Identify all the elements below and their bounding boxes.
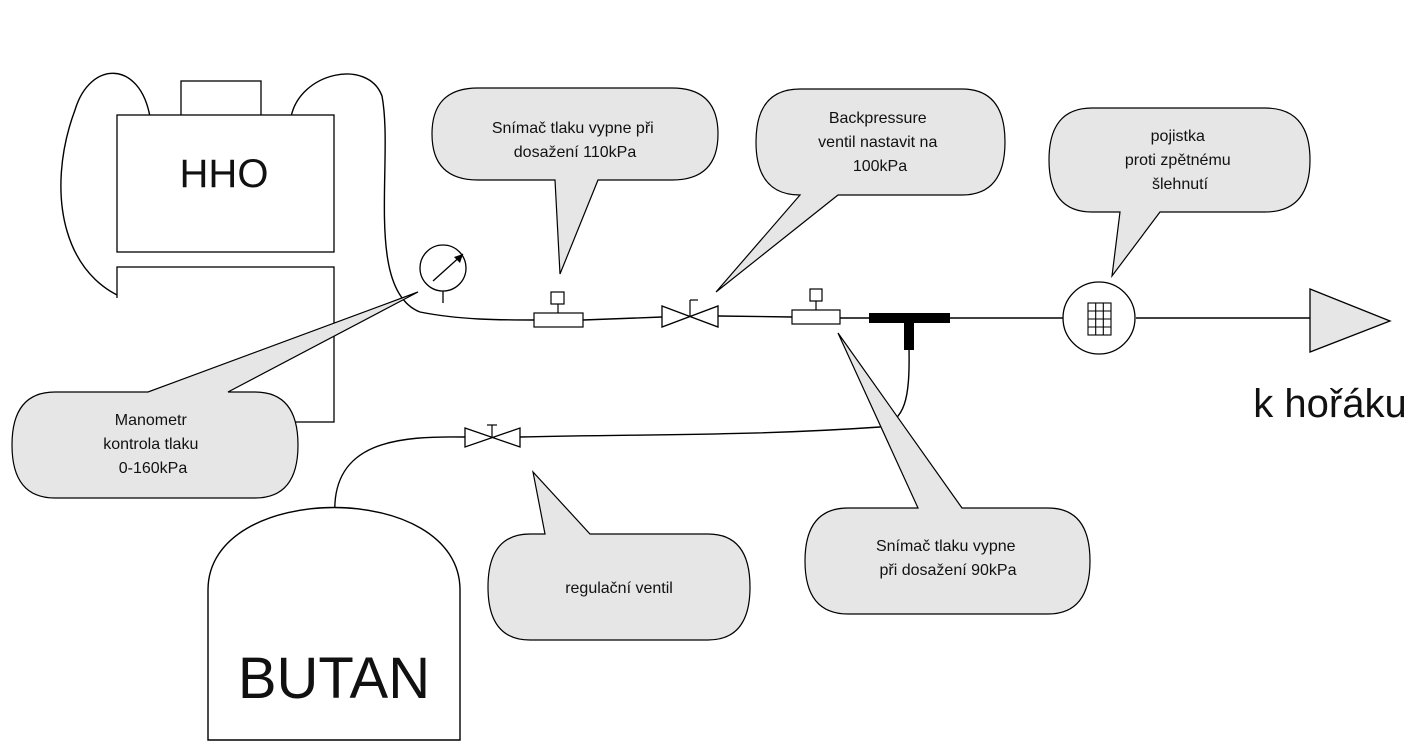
butane-pipe-to-tee (519, 347, 910, 438)
callout-backpressure-line-1: Backpressure (829, 110, 927, 127)
callout-backpressure-line-3: 100kPa (853, 158, 907, 175)
main-pipe-2 (717, 315, 793, 318)
pressure-sensor-110-head (550, 291, 565, 305)
regulator-valve-icon (464, 427, 521, 448)
pressure-sensor-90-icon (791, 309, 841, 325)
callout-backpressure-line-2: ventil nastavit na (818, 134, 937, 151)
butane-tank (207, 506, 461, 741)
callout-manometer-line-1: Manometr (115, 412, 188, 429)
callout-regulator: regulační ventil (487, 470, 751, 641)
hho-generator-body (116, 114, 335, 253)
pressure-sensor-90-head (809, 288, 823, 302)
callout-manometer: Manometr kontrola tlaku 0-160kPa (11, 291, 419, 499)
manometer-icon (419, 244, 467, 292)
callout-flashback-line-2: proti zpětnému (1125, 152, 1231, 169)
flashback-grid-icon (1087, 302, 1112, 336)
callout-sensor-90-line-1: Snímač tlaku vypne (876, 538, 1016, 555)
hho-label: HHO (180, 152, 269, 196)
svg-text:Manometr kontrola tlaku: Manometr kontrola tlaku 0-160kPa (103, 412, 203, 477)
butane-label: BUTAN (238, 646, 430, 711)
callout-sensor-90: Snímač tlaku vypne při dosažení 90kPa (804, 332, 1091, 615)
tee-junction-leg (904, 318, 914, 350)
svg-text:Backpressure ventil nast: Backpressure ventil nastavit na 100kPa (818, 110, 942, 175)
svg-text:Snímač tlaku vypne při d: Snímač tlaku vypne při dosažení 90kPa (876, 538, 1020, 579)
hho-generator-cap (180, 80, 262, 118)
wire-cover (110, 298, 122, 408)
hho-wire-left (60, 72, 151, 306)
svg-text:Snímač tlaku vypne při d: Snímač tlaku vypne při dosažení 110kPa (492, 120, 658, 161)
callout-flashback-line-1: pojistka (1151, 128, 1205, 145)
callout-sensor-110-line-2: dosažení 110kPa (514, 144, 637, 161)
butane-pipe (334, 436, 466, 518)
main-pipe-1 (582, 316, 663, 321)
svg-text:pojistka proti zpětnému: pojistka proti zpětnému šlehnutí (1125, 128, 1235, 193)
callout-backpressure: Backpressure ventil nastavit na 100kPa (715, 88, 1006, 293)
backpressure-valve-icon (661, 305, 719, 328)
callout-manometer-line-3: 0-160kPa (119, 460, 188, 477)
callout-sensor-110: Snímač tlaku vypne při dosažení 110kPa (431, 87, 719, 275)
outlet-label: k hořáku (1253, 382, 1406, 426)
callout-regulator-line-1: regulační ventil (565, 580, 673, 597)
burner-outlet-icon (1309, 288, 1392, 353)
callout-flashback-line-3: šlehnutí (1152, 176, 1209, 193)
hho-gas-line (290, 73, 536, 321)
callout-sensor-110-line-1: Snímač tlaku vypne při (492, 120, 654, 137)
manometer-needle-head (454, 254, 463, 263)
callout-sensor-90-line-2: při dosažení 90kPa (880, 562, 1017, 579)
callout-flashback: pojistka proti zpětnému šlehnutí (1048, 107, 1311, 279)
svg-text:regulační ventil: regulační ventil (565, 580, 673, 597)
pressure-sensor-110-icon (533, 312, 584, 328)
callout-manometer-line-2: kontrola tlaku (103, 436, 198, 453)
